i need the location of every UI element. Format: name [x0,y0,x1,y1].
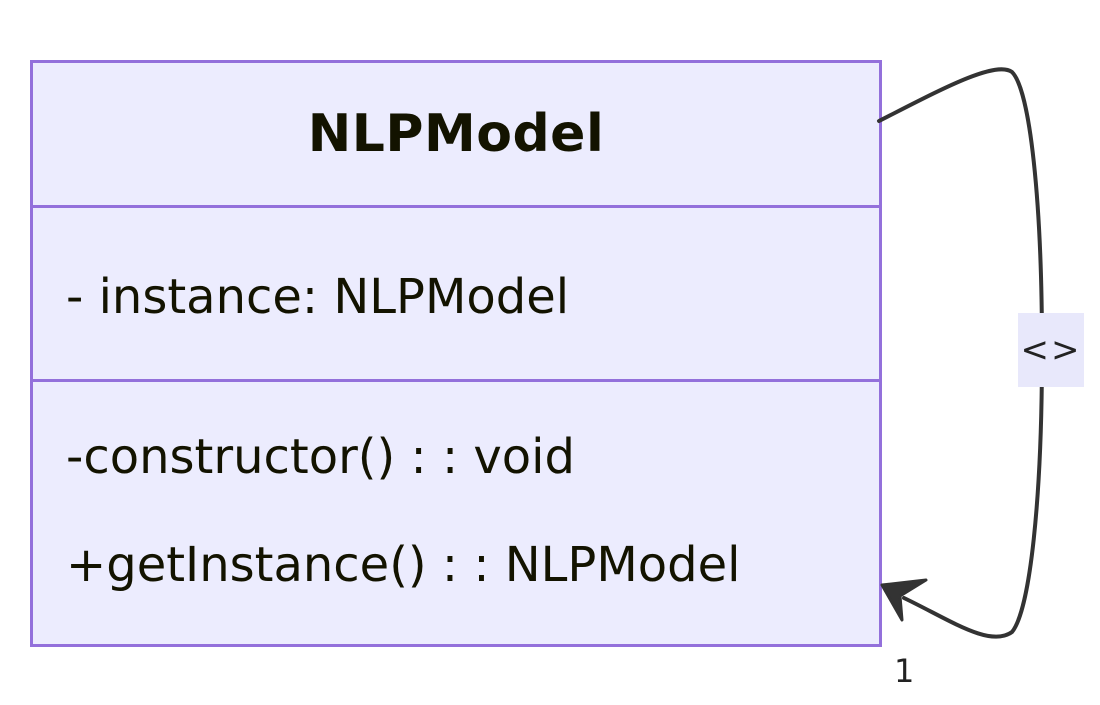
class-method-constructor: -constructor() : : void [66,429,575,485]
association-arrowhead-icon [880,578,928,622]
class-divider-header [33,205,879,208]
class-divider-attributes [33,379,879,382]
class-name: NLPModel [307,104,605,164]
class-method-getinstance: +getInstance() : : NLPModel [66,537,741,593]
class-nlpmodel: NLPModel - instance: NLPModel -construct… [30,60,882,647]
class-attribute: - instance: NLPModel [66,269,570,325]
association-multiplicity: 1 [894,652,915,690]
association-label: <> [1018,313,1084,387]
